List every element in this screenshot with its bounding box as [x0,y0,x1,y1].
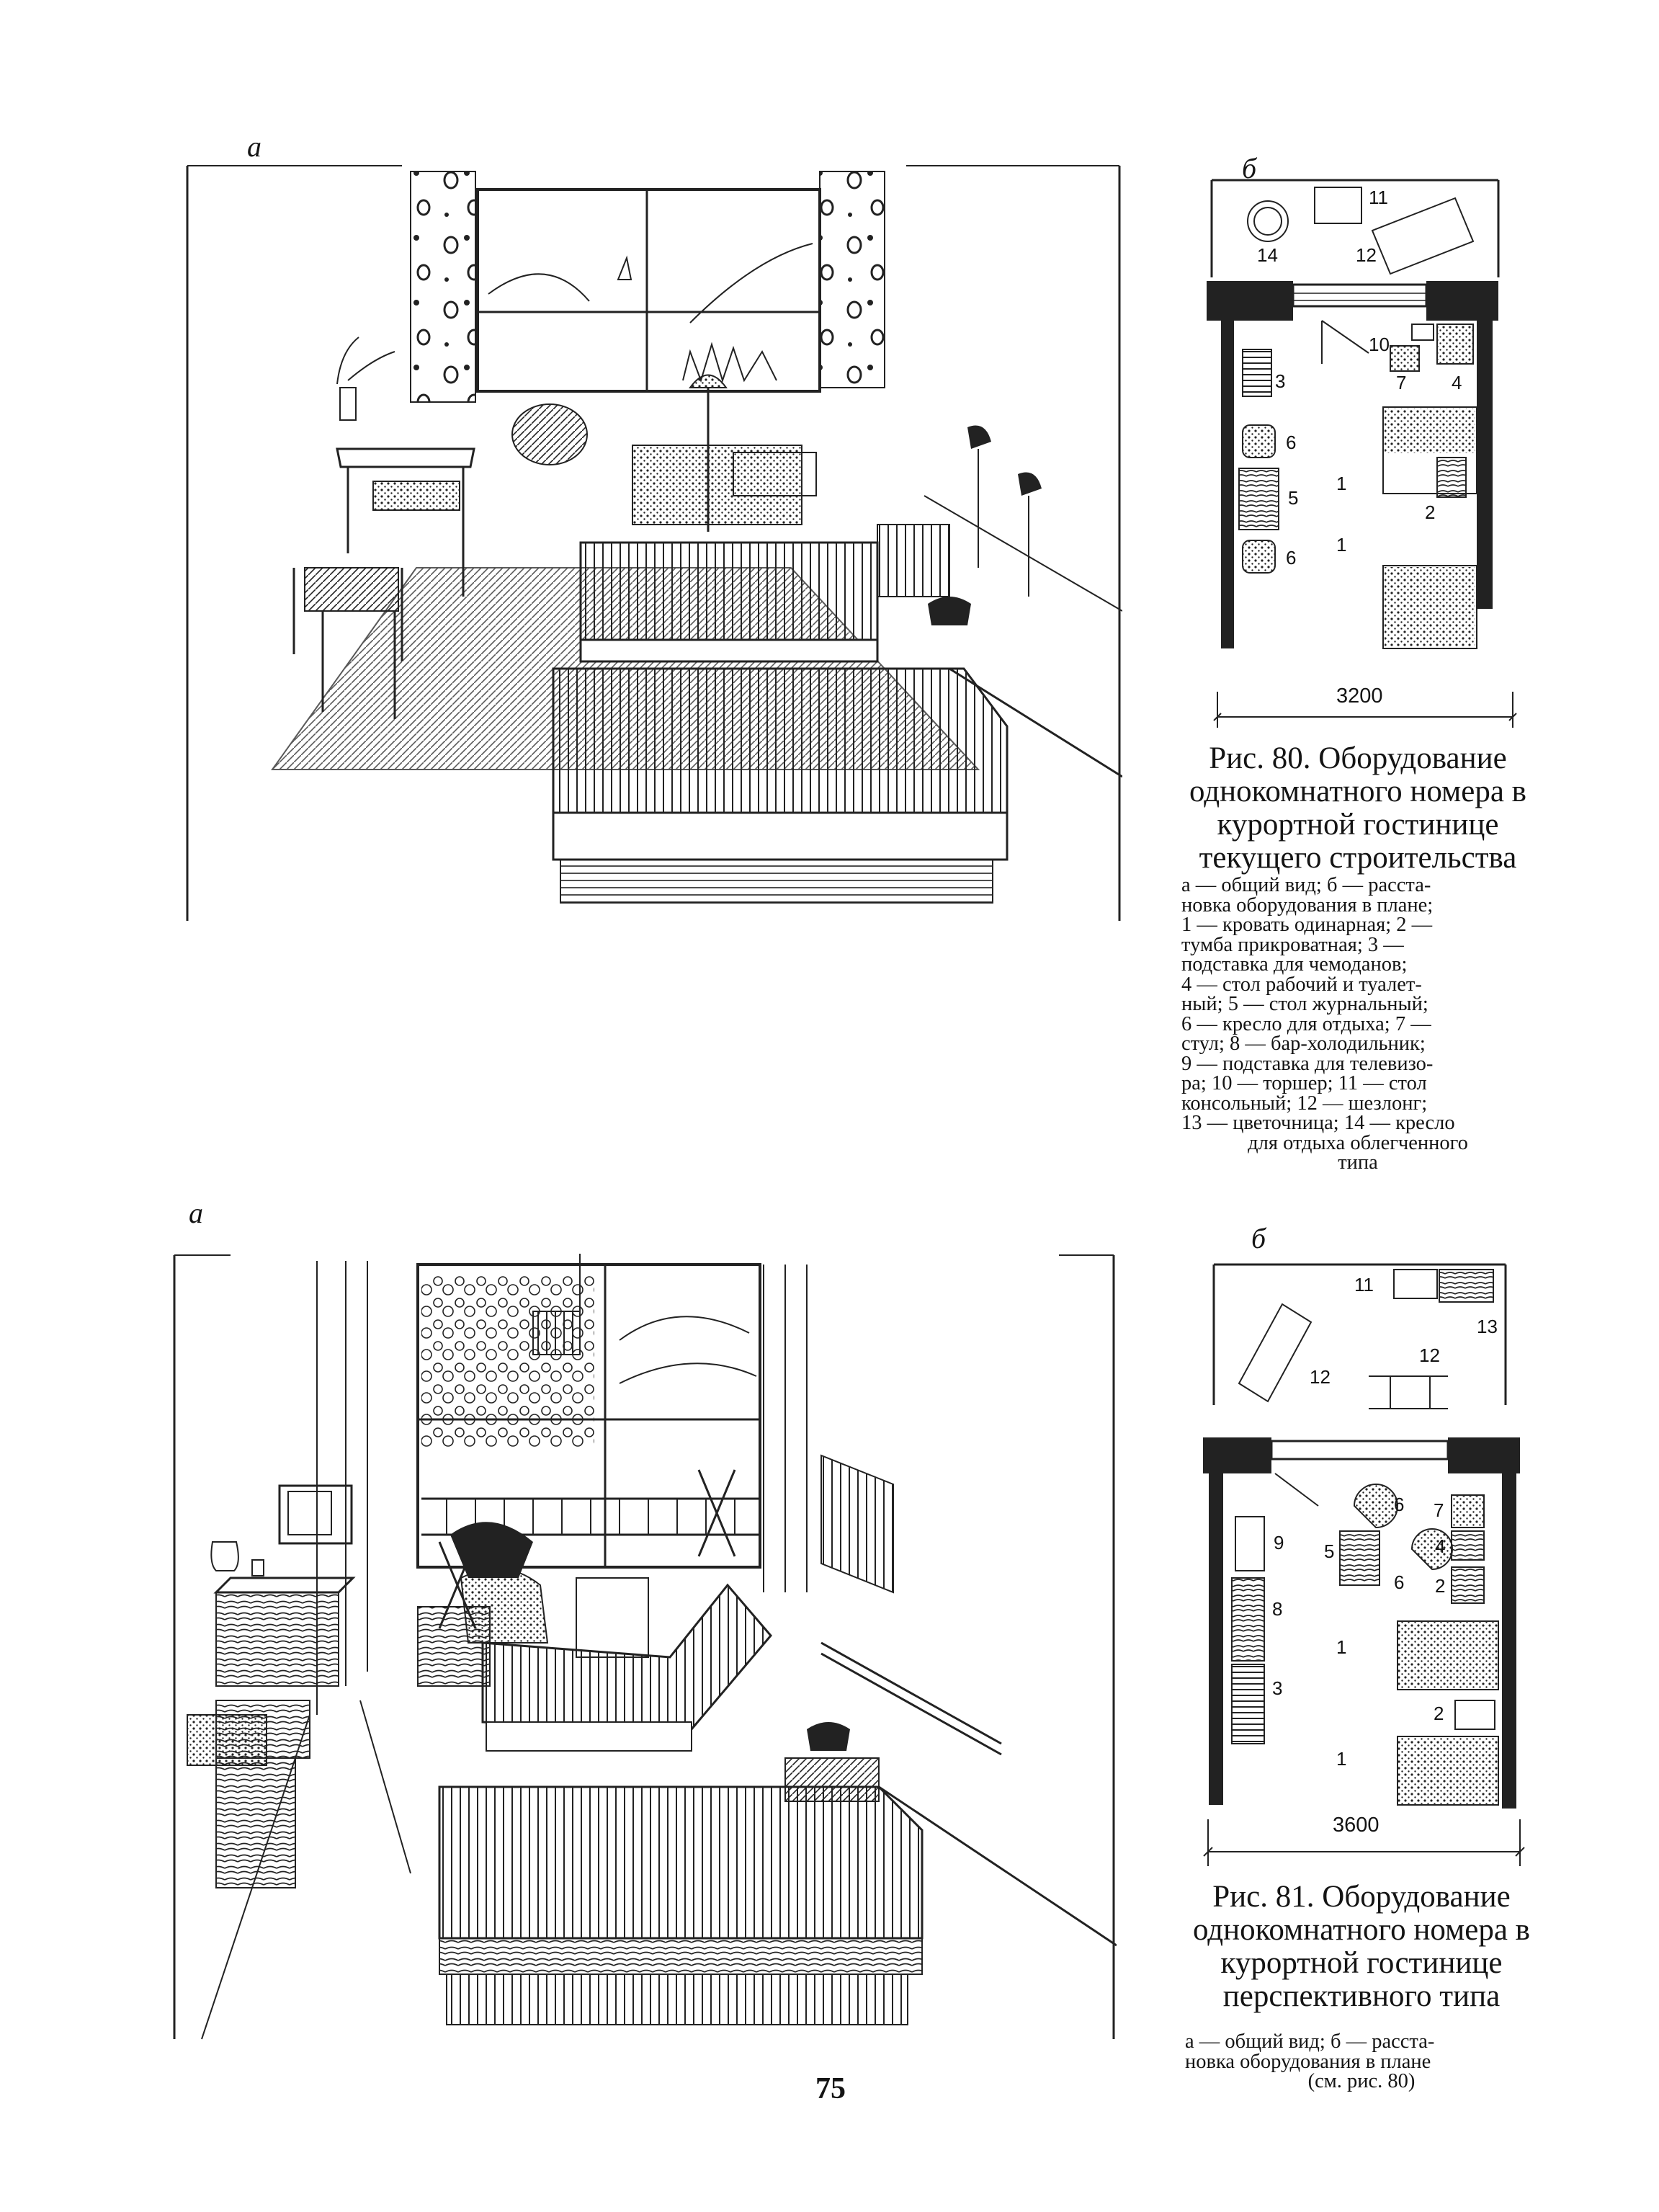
caption-line: (см. рис. 80) [1307,2070,1416,2092]
caption-line: для отдыха облегченного [1248,1131,1468,1154]
fig80-plan-label: 14 [1257,244,1278,266]
fig80-plan-label: 10 [1369,334,1390,355]
fig80-label-a: а [247,130,261,163]
caption-line: а — общий вид; б — расста- [1185,2030,1435,2053]
fig80-dimension-line [1213,692,1517,728]
fig81-caption-body: а — общий вид; б — расста- новка оборудо… [1185,2032,1538,2092]
fig80-plan-label: 1 [1336,534,1346,556]
fig80-plan-label: 12 [1356,244,1377,266]
fig81-plan-label: 13 [1477,1316,1498,1337]
fig81-plan-label: 2 [1434,1703,1444,1724]
fig81-plan-label: 1 [1336,1748,1346,1770]
caption-line: новка оборудования в плане; [1181,893,1434,917]
caption-line: 4 — стол рабочий и туалет- [1181,973,1422,996]
fig80-plan-label: 7 [1396,372,1406,393]
caption-line: типа [1338,1151,1378,1174]
caption-line: стул; 8 — бар-холодильник; [1181,1033,1426,1055]
page-number: 75 [815,2072,846,2105]
fig81-plan-label: 4 [1435,1535,1445,1557]
fig80-plan-label: 2 [1425,501,1435,523]
caption-line: подставка для чемоданов; [1181,953,1408,976]
caption-line: ра; 10 — торшер; 11 — стол [1181,1072,1427,1094]
fig81-plan-label: 7 [1434,1499,1444,1521]
fig81-label-a: а [189,1197,203,1229]
fig81-plan-label: 2 [1435,1575,1445,1597]
fig80-dimension: 3200 [1336,684,1383,708]
caption-line: новка оборудования в плане [1185,2050,1431,2073]
fig81-label-b: б [1251,1222,1266,1254]
fig80-plan-label: 3 [1275,370,1285,392]
fig80-plan-label: 6 [1286,547,1296,568]
fig81-floor-plan: 11 13 12 12 6 7 9 5 4 6 2 8 1 3 2 1 [1203,1263,1520,1809]
fig80-plan-label: 4 [1452,372,1462,393]
fig81-plan-label: 11 [1354,1274,1374,1295]
fig81-dimension: 3600 [1333,1814,1379,1837]
fig81-plan-label: 6 [1394,1571,1404,1593]
fig81-plan-label: 12 [1419,1344,1440,1366]
caption-line: а — общий вид; б — расста- [1181,874,1431,896]
fig80-plan-label: 11 [1369,187,1388,208]
fig81-plan-label: 12 [1310,1366,1331,1388]
fig80-caption-title: Рис. 80. Оборудование однокомнатного ном… [1189,741,1526,875]
fig80-plan-label: 6 [1286,432,1296,453]
fig81-plan-label: 5 [1324,1540,1334,1562]
caption-line: 9 — подставка для телевизо- [1181,1052,1434,1075]
fig80-floor-plan: 11 14 12 10 3 7 4 6 5 1 2 6 1 [1207,179,1500,649]
caption-line: 6 — кресло для отдыха; 7 — [1181,1012,1431,1035]
fig81-plan-label: 1 [1336,1636,1346,1658]
fig81-plan-label: 8 [1272,1598,1282,1620]
caption-line: 13 — цветочница; 14 — кресло [1181,1112,1455,1134]
fig80-label-b: б [1242,152,1257,184]
fig80-caption-body: а — общий вид; б — расста- новка оборудо… [1181,875,1534,1173]
fig81-plan-label: 6 [1394,1494,1404,1515]
caption-line: ный; 5 — стол журнальный; [1181,993,1428,1015]
fig81-plan-label: 3 [1272,1677,1282,1699]
fig81-dimension-line [1203,1819,1525,1866]
fig81-plan-label: 9 [1274,1532,1284,1553]
fig81-perspective-view [173,1254,1117,2040]
caption-line: консольный; 12 — шезлонг; [1181,1092,1428,1115]
caption-line: тумба прикроватная; 3 — [1181,933,1404,956]
caption-line: 1 — кровать одинарная; 2 — [1181,914,1433,936]
fig80-perspective-view [186,165,1122,921]
fig80-plan-label: 5 [1288,487,1298,509]
fig80-plan-label: 1 [1336,473,1346,494]
fig81-caption-title: Рис. 81. Оборудование однокомнатного ном… [1193,1880,1530,2013]
